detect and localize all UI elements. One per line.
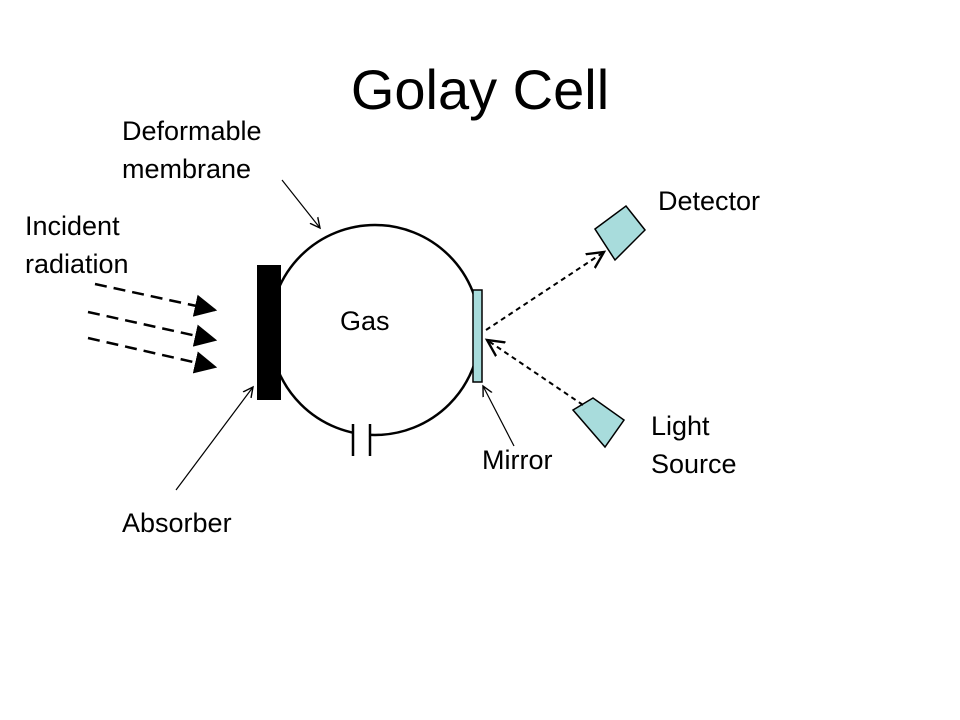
label-mirror: Mirror xyxy=(482,445,553,475)
capacitor-gap xyxy=(353,428,371,436)
label-deformable-membrane-line-1: Deformable xyxy=(122,116,262,146)
light-source xyxy=(571,397,626,449)
page-title: Golay Cell xyxy=(350,58,610,121)
incident-ray-3 xyxy=(87,336,218,374)
label-absorber: Absorber xyxy=(122,508,232,538)
light-path-from-source xyxy=(487,340,584,406)
incident-ray-1 xyxy=(94,282,218,317)
mirror-leader-line xyxy=(483,386,515,447)
absorber xyxy=(257,265,281,400)
mirror xyxy=(472,289,483,383)
label-incident-radiation-line-2: radiation xyxy=(25,249,129,279)
label-detector: Detector xyxy=(658,186,761,216)
label-light-source: Light Source xyxy=(651,407,737,483)
membrane-leader-line xyxy=(281,179,320,228)
label-incident-radiation: Incident radiation xyxy=(25,207,129,283)
label-incident-radiation-line-1: Incident xyxy=(25,211,120,241)
detector xyxy=(593,204,647,262)
absorber-leader-line xyxy=(175,387,253,491)
label-deformable-membrane-line-2: membrane xyxy=(122,154,252,184)
label-deformable-membrane: Deformable membrane xyxy=(122,112,262,188)
label-light-source-line-1: Light xyxy=(651,411,710,441)
gas-cell-circle xyxy=(268,223,482,437)
label-light-source-line-2: Source xyxy=(651,449,737,479)
incident-ray-2 xyxy=(87,310,218,347)
light-path-to-detector xyxy=(485,252,604,331)
label-gas: Gas xyxy=(340,306,390,336)
